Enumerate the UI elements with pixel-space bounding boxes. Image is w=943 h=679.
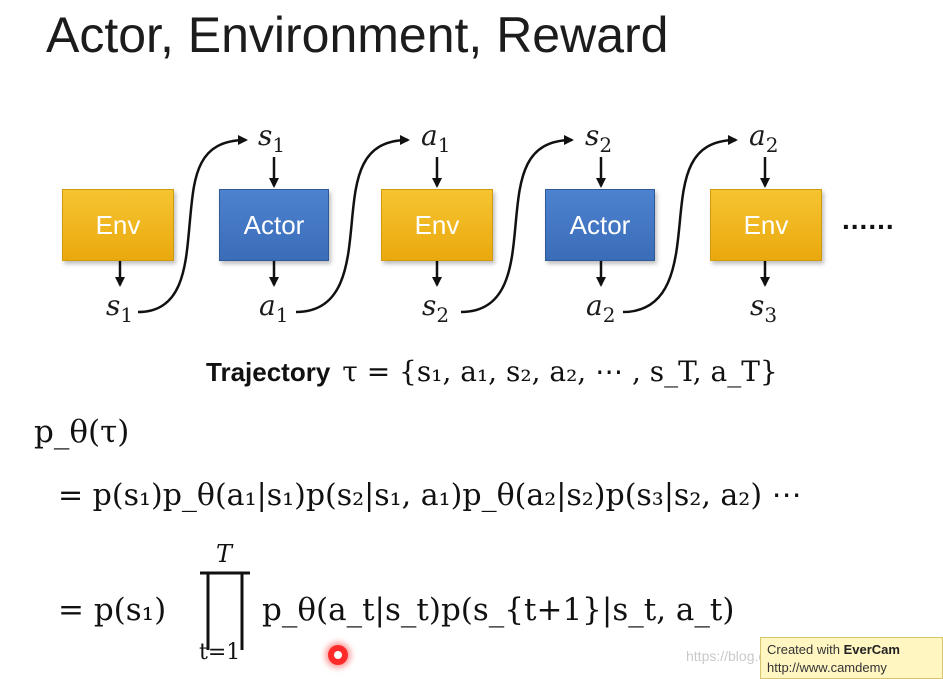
product-lower-bound: t=1 <box>199 640 241 665</box>
trajectory-formula: τ = {s₁, a₁, s₂, a₂, ⋯ , s_T, a_T} <box>342 355 778 388</box>
s-curve-4 <box>622 135 738 314</box>
top-var-a1: a1 <box>421 119 451 157</box>
actor-box-2: Actor <box>545 189 655 261</box>
env-box-2: Env <box>381 189 493 261</box>
top-var-a2: a2 <box>749 119 779 157</box>
ellipsis: ...... <box>842 204 895 235</box>
bottom-var-a2: a2 <box>586 289 616 327</box>
s-curve-1 <box>137 135 248 314</box>
bottom-var-s2: s2 <box>422 289 450 327</box>
equation-line-2-suffix: p_θ(a_t|s_t)p(s_{t+1}|s_t, a_t) <box>262 592 735 628</box>
product-upper-bound: T <box>216 540 233 568</box>
env-box-3: Env <box>710 189 822 261</box>
equation-line-2-prefix: = p(s₁) <box>58 592 167 628</box>
actor-box-1: Actor <box>219 189 329 261</box>
s-curve-2 <box>295 135 410 314</box>
trajectory-definition: Trajectory τ = {s₁, a₁, s₂, a₂, ⋯ , s_T, … <box>206 355 778 388</box>
slide-title: Actor, Environment, Reward <box>46 7 669 63</box>
bottom-var-s1: s1 <box>106 289 134 327</box>
bottom-var-s3: s3 <box>750 289 778 327</box>
equation-lhs: p_θ(τ) <box>34 414 130 450</box>
product-symbol <box>200 571 250 650</box>
recorder-stamp: Created with EverCam http://www.camdemy <box>760 637 943 679</box>
s-curve-3 <box>460 135 574 314</box>
equation-line-1: = p(s₁)p_θ(a₁|s₁)p(s₂|s₁, a₁)p_θ(a₂|s₂)p… <box>58 478 802 513</box>
top-var-s1: s1 <box>258 119 286 157</box>
env-box-1: Env <box>62 189 174 261</box>
top-var-s2: s2 <box>585 119 613 157</box>
trajectory-label: Trajectory <box>206 357 331 387</box>
cursor-indicator <box>328 645 348 665</box>
bottom-var-a1: a1 <box>259 289 289 327</box>
